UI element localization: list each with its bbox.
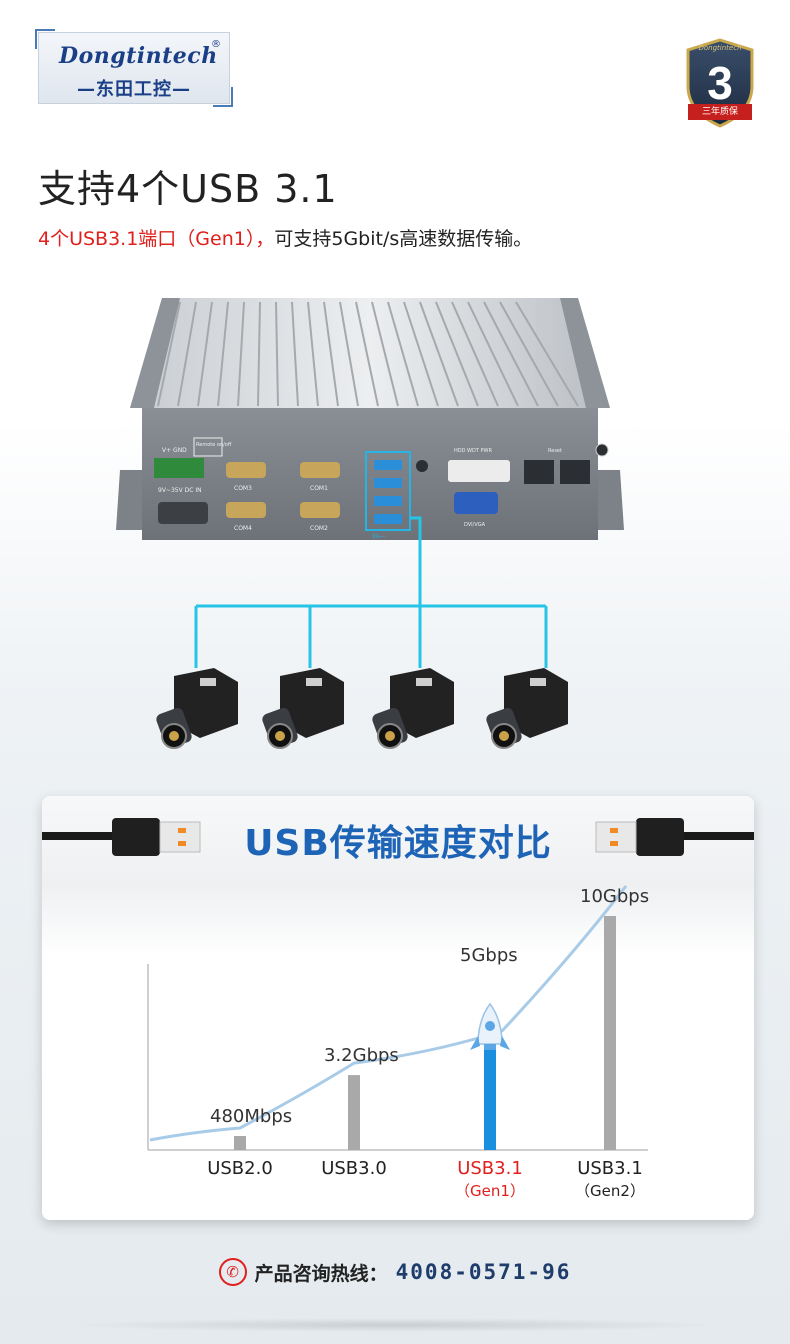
right-bracket [594, 470, 624, 530]
bar-1 [348, 1075, 360, 1150]
com1-label: COM1 [310, 485, 328, 492]
rear-cover [158, 502, 208, 524]
com-ports [226, 462, 340, 518]
bar-3 [604, 916, 616, 1150]
phone-icon: ✆ [218, 1258, 247, 1286]
camera-icon [156, 668, 238, 749]
com3-label: COM3 [234, 485, 252, 492]
category-sublabel: （Gen2） [575, 1182, 645, 1200]
usb-ports [374, 460, 402, 524]
left-bracket [116, 470, 146, 530]
subtitle-highlight: 4个USB3.1端口（Gen1）， [38, 228, 275, 250]
badge-number: 3 [707, 57, 733, 109]
category-label: USB3.1 [457, 1158, 523, 1179]
bottom-shadow [60, 1318, 730, 1332]
value-label: 480Mbps [210, 1106, 293, 1127]
hotline-label: 产品咨询热线： [254, 1262, 388, 1285]
industrial-pc-illustration: V+ GND Remote on/off 9V~35V DC IN COM3 C… [116, 298, 624, 540]
video-label: DVI/VGA [464, 522, 486, 528]
badge-ribbon: 三年质保 [688, 104, 752, 120]
brand-logo: Dongtintech ® —东田工控— [35, 29, 233, 107]
remote-label: Remote on/off [196, 442, 232, 448]
usb-plug-icon-right [595, 818, 754, 856]
value-label: 3.2Gbps [324, 1045, 399, 1067]
subtitle-text: 可支持5Gbit/s高速数据传输。 [274, 228, 533, 250]
usb-plug-icon-left [42, 818, 201, 856]
usb-camera-diagram [156, 516, 568, 749]
dc-in-label: 9V~35V DC IN [158, 487, 202, 494]
chart-title: USB传输速度对比 [244, 823, 552, 864]
value-label: 10Gbps [580, 886, 650, 907]
page-title: 支持4个USB 3.1 [38, 167, 338, 211]
category-label: USB2.0 [207, 1158, 273, 1179]
audio-jack [416, 460, 428, 472]
dvi-port [448, 460, 510, 482]
category-sublabel: （Gen1） [455, 1182, 525, 1200]
usb-cable-lines [194, 516, 548, 668]
usb-highlight-box [365, 451, 411, 531]
camera-icon [486, 668, 568, 749]
logo-registered-mark: ® [211, 39, 221, 50]
badge-brand: Dongtintech [698, 44, 742, 52]
com2-label: COM2 [310, 525, 328, 532]
camera-icon [372, 668, 454, 749]
logo-brand-cn: —东田工控— [77, 79, 191, 100]
camera-icon [262, 668, 344, 749]
front-panel [142, 408, 598, 540]
power-button [595, 443, 609, 457]
speed-trend-curve [149, 885, 628, 1142]
bar-2 [484, 1033, 496, 1150]
hotline: ✆ 产品咨询热线： 4008-0571-96 [0, 1258, 790, 1286]
usb-mark: SS⟵ [372, 534, 386, 540]
speed-chart [42, 818, 754, 1151]
led-labels: HDD WDT PWR [454, 448, 492, 454]
bar-0 [234, 1136, 246, 1150]
lan-port-1 [524, 460, 554, 484]
hotline-number[interactable]: 4008-0571-96 [395, 1260, 572, 1284]
heatsink-fins [130, 298, 610, 408]
vga-port [454, 492, 498, 514]
power-terminal [154, 458, 204, 478]
lan-port-2 [560, 460, 590, 484]
power-label: V+ GND [162, 447, 187, 454]
reset-label: Reset [548, 448, 562, 454]
category-label: USB3.1 [577, 1158, 643, 1179]
rocket-icon [470, 1002, 510, 1050]
page-subtitle: 4个USB3.1端口（Gen1），可支持5Gbit/s高速数据传输。 [38, 224, 532, 251]
category-label: USB3.0 [321, 1158, 387, 1179]
com4-label: COM4 [234, 525, 252, 532]
value-label: 5Gbps [460, 945, 518, 966]
logo-brand-en: Dongtintech [59, 43, 218, 69]
warranty-badge: Dongtintech 3 三年质保 [684, 38, 756, 130]
